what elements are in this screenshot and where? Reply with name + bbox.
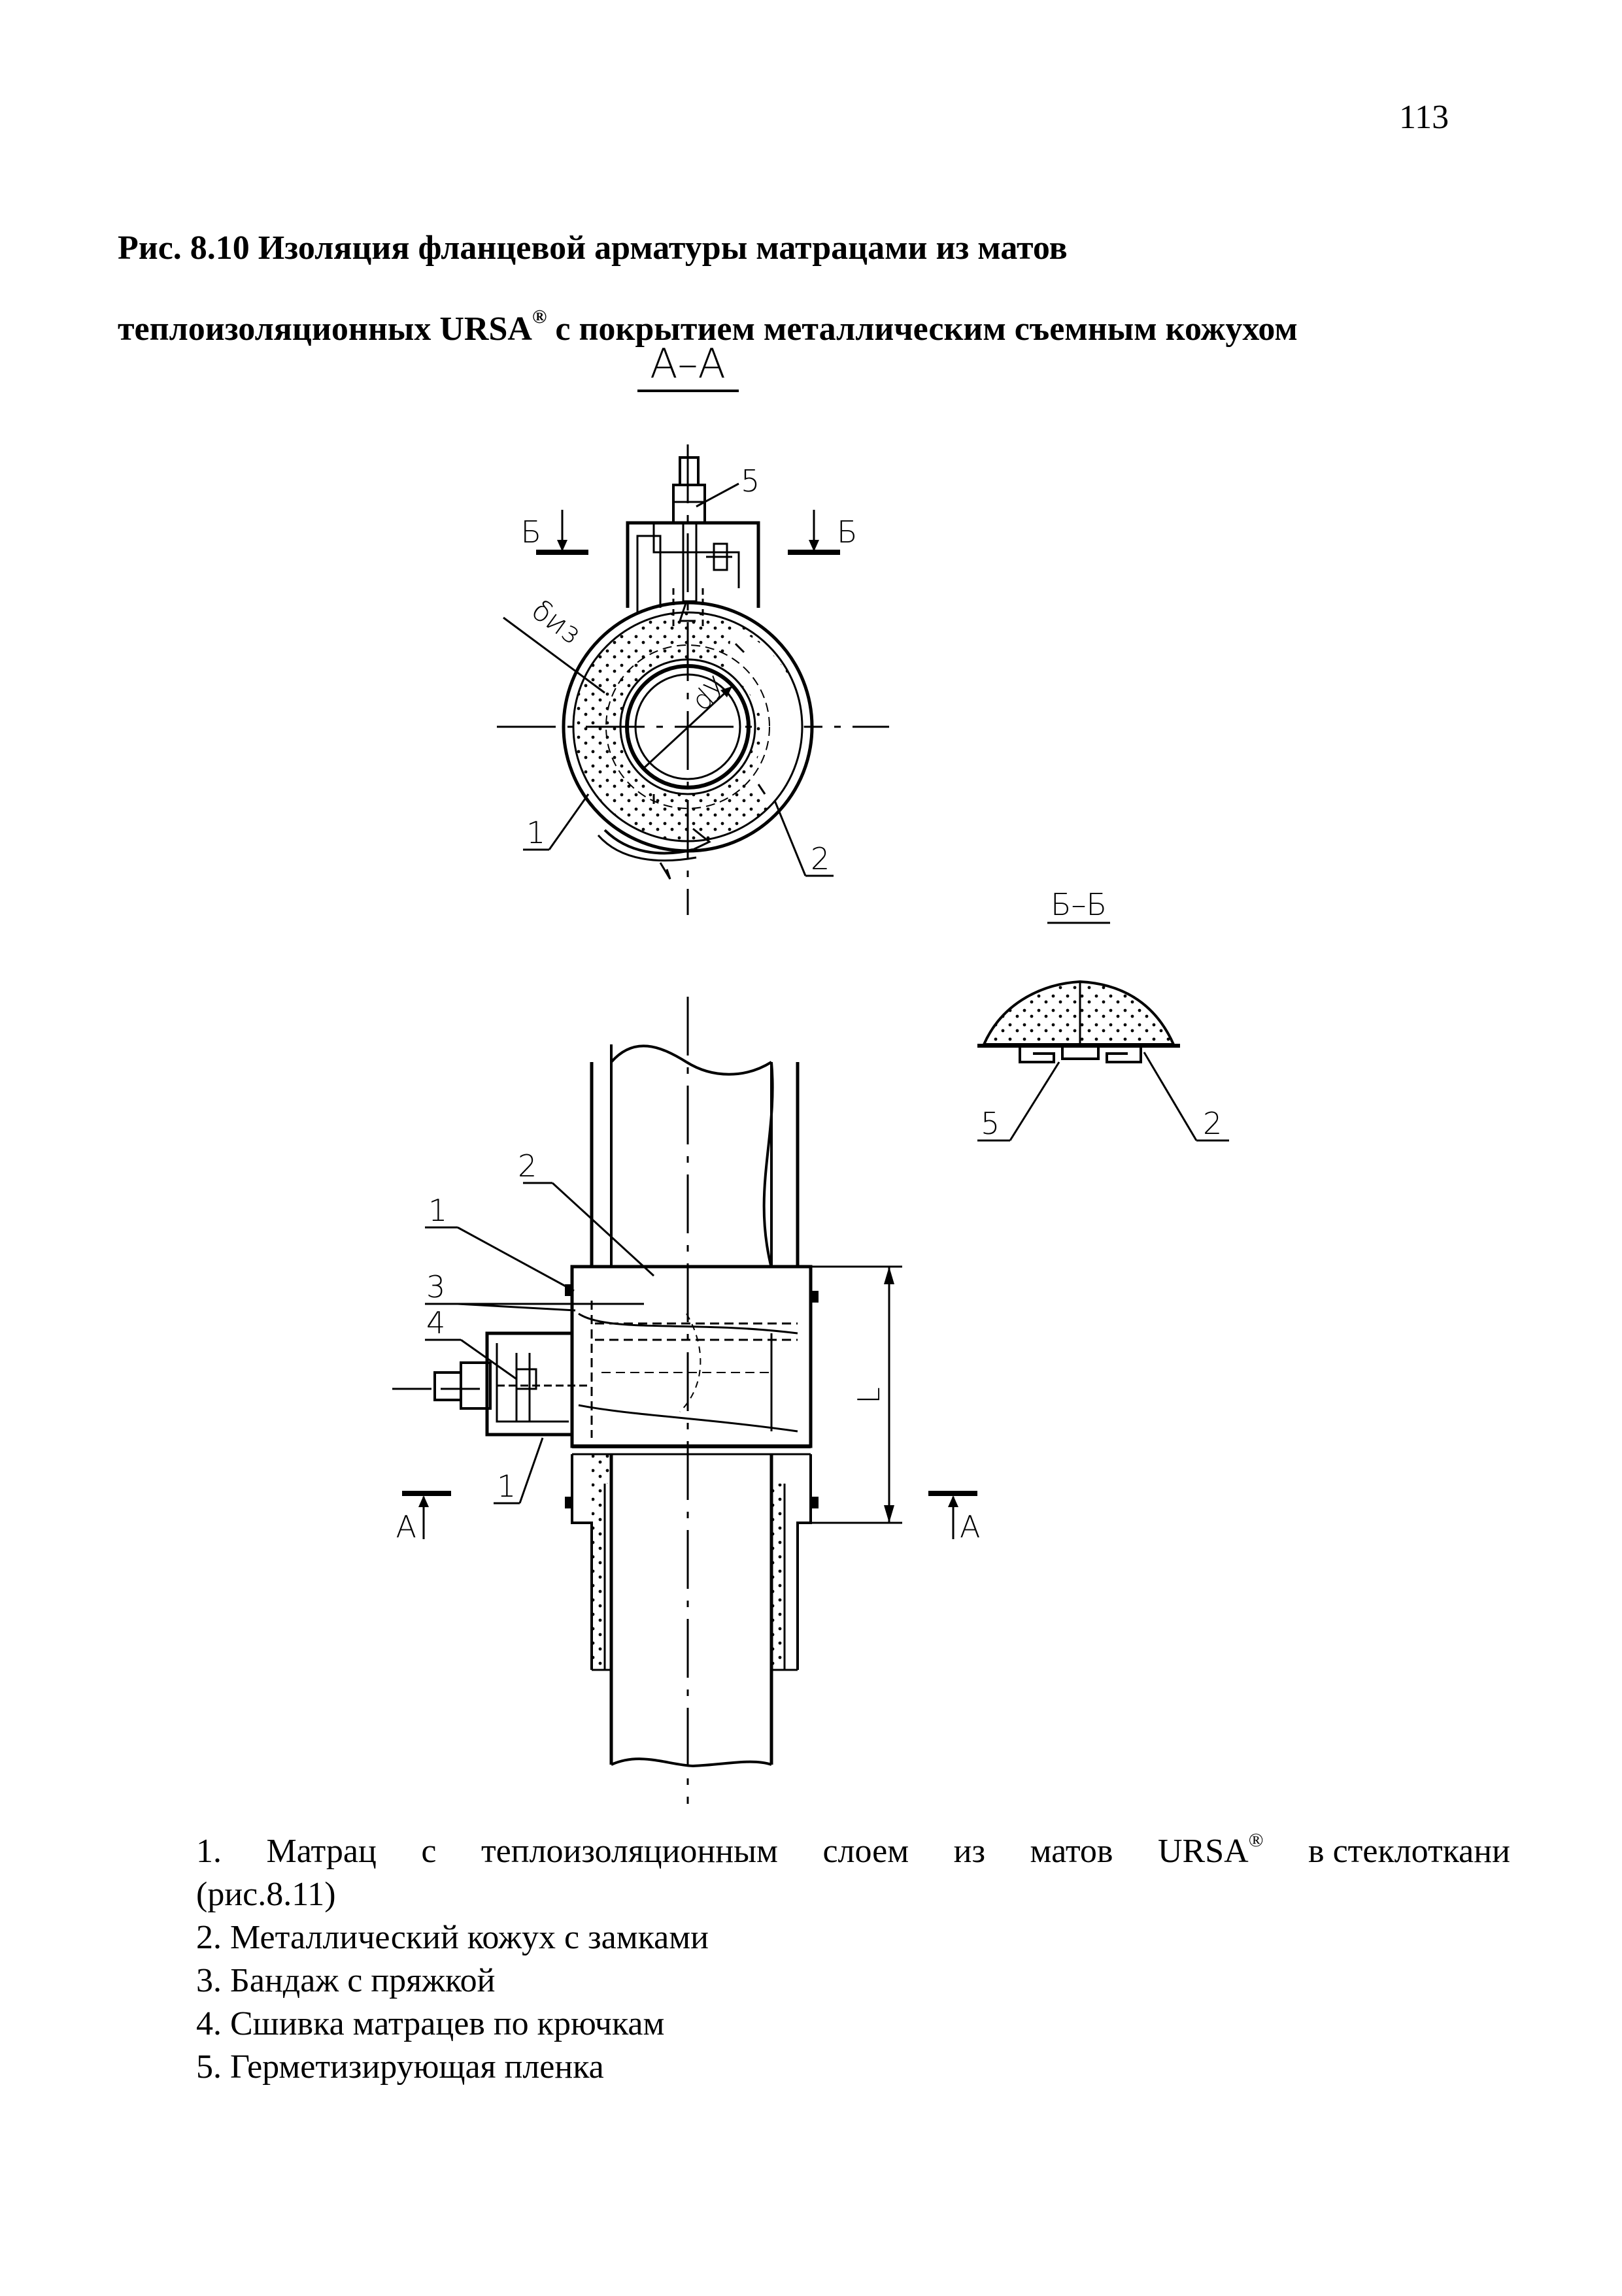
legend-item-1-word-7: матов bbox=[1030, 1833, 1113, 1870]
callout-1-side-upper: 1 bbox=[428, 1193, 447, 1228]
callout-4-side: 4 bbox=[426, 1305, 445, 1340]
legend-item-5: 5. Герметизирующая пленка bbox=[196, 2048, 604, 2086]
length-dimension-label: L bbox=[851, 1387, 887, 1404]
cut-mark-b-left: Б bbox=[520, 514, 541, 550]
legend-item-1-word-1: 1. bbox=[196, 1833, 222, 1870]
legend-registered-mark: ® bbox=[1248, 1829, 1264, 1851]
callout-2-bb: 2 bbox=[1203, 1106, 1222, 1141]
callout-5-top: 5 bbox=[741, 463, 760, 499]
legend-item-1-word-4: теплоизоляционным bbox=[481, 1833, 778, 1870]
section-bb-title: Б–Б bbox=[1051, 887, 1107, 922]
legend-item-1-brand-text: URSA bbox=[1157, 1833, 1249, 1870]
legend-item-1-word-5: слоем bbox=[822, 1833, 909, 1870]
callout-5-bb: 5 bbox=[981, 1106, 1000, 1141]
caption-line-2: теплоизоляционных URSA® с покрытием мета… bbox=[118, 289, 1523, 370]
callout-1-side-lower: 1 bbox=[497, 1469, 516, 1504]
cut-mark-b-right: Б bbox=[837, 514, 858, 550]
page-number: 113 bbox=[1399, 99, 1449, 136]
figure-caption: Рис. 8.10 Изоляция фланцевой арматуры ма… bbox=[118, 208, 1523, 370]
bb-insulation bbox=[981, 980, 1176, 1046]
legend-item-4: 4. Сшивка матрацев по крючкам bbox=[196, 2005, 665, 2042]
caption-line-2-start: теплоизоляционных URSA bbox=[118, 310, 532, 348]
section-bb-view: Б–Б 5 2 bbox=[977, 887, 1229, 1142]
legend-item-1-continuation: (рис.8.11) bbox=[196, 1876, 336, 1913]
legend-item-1-tail: в стеклоткани bbox=[1308, 1833, 1510, 1870]
legend-item-3: 3. Бандаж с пряжкой bbox=[196, 1962, 496, 1999]
lower-insulation-right bbox=[771, 1484, 785, 1670]
callout-2-top: 2 bbox=[811, 841, 830, 876]
insulation-thickness-label: δиз bbox=[526, 593, 587, 651]
callout-3-side: 3 bbox=[426, 1269, 445, 1305]
legend: 1. Матрац с теплоизоляционным слоем из м… bbox=[196, 1830, 1510, 2089]
section-aa-view: А–А bbox=[497, 340, 889, 915]
legend-item-1-word-2: Матрац bbox=[266, 1833, 377, 1870]
legend-item-2: 2. Металлический кожух с замками bbox=[196, 1919, 709, 1956]
lower-insulation-left bbox=[592, 1454, 611, 1670]
caption-line-2-end: с покрытием металлическим съемным кожухо… bbox=[547, 310, 1298, 348]
caption-line-1: Рис. 8.10 Изоляция фланцевой арматуры ма… bbox=[118, 229, 1068, 267]
legend-item-1-word-3: с bbox=[421, 1833, 437, 1870]
caption-registered-mark: ® bbox=[532, 306, 547, 327]
cut-mark-a-right: А bbox=[960, 1509, 980, 1544]
legend-item-1-word-6: из bbox=[953, 1833, 986, 1870]
callout-2-side: 2 bbox=[518, 1148, 537, 1184]
callout-1-top: 1 bbox=[526, 815, 545, 850]
legend-item-1: 1. Матрац с теплоизоляционным слоем из м… bbox=[196, 1830, 1510, 1873]
cut-mark-a-left: А bbox=[396, 1509, 416, 1544]
elevation-view: L А А 2 1 3 4 1 bbox=[392, 997, 980, 1804]
section-aa-title: А–А bbox=[650, 340, 726, 388]
legend-item-1-brand: URSA® bbox=[1158, 1830, 1264, 1873]
